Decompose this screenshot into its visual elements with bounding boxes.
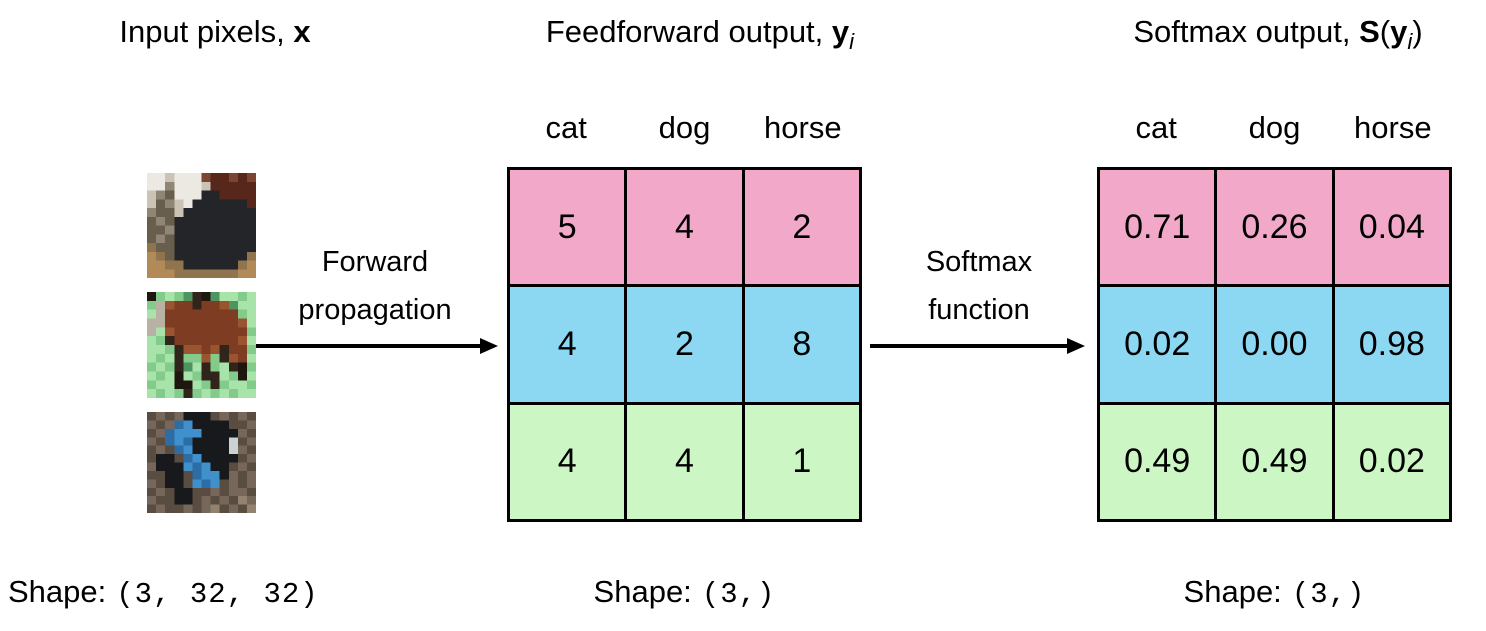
softmax-header-row: cat dog horse (1097, 100, 1452, 146)
feedforward-shape-label-text: Shape: (593, 574, 692, 609)
math-symbol-x: x (293, 14, 311, 49)
feedforward-output-title: Feedforward output, yi (460, 14, 940, 55)
math-symbol-y2: y (1390, 14, 1408, 49)
matrix-cell: 4 (510, 287, 625, 402)
softmax-header-horse: horse (1354, 110, 1432, 145)
paren-close: ) (1412, 14, 1423, 49)
feedforward-header-row: cat dog horse (507, 100, 862, 146)
feedforward-header-dog: dog (658, 110, 711, 145)
forward-propagation-label-line1: Forward (321, 246, 429, 278)
input-pixels-title-text: Input pixels, (119, 14, 285, 49)
input-shape-label: Shape: (3, 32, 32) (8, 574, 319, 611)
matrix-cell: 0.04 (1334, 170, 1449, 285)
forward-propagation-label: Forward propagation (262, 238, 488, 334)
matrix-cell: 2 (627, 287, 742, 402)
input-image-dog (147, 412, 256, 513)
softmax-function-label: Softmax function (866, 238, 1092, 334)
softmax-header-cat: cat (1135, 110, 1177, 145)
forward-propagation-label-line2: propagation (298, 294, 452, 326)
input-shape-label-text: Shape: (8, 574, 107, 609)
matrix-cell: 0.49 (1100, 404, 1215, 519)
matrix-cell: 8 (744, 287, 859, 402)
matrix-cell: 0.02 (1100, 287, 1215, 402)
feedforward-title-text: Feedforward output, (545, 14, 824, 49)
matrix-cell: 4 (627, 170, 742, 285)
matrix-cell: 4 (510, 404, 625, 519)
matrix-cell: 0.98 (1334, 287, 1449, 402)
softmax-function-arrow (870, 338, 1085, 354)
input-shape-tuple: (3, 32, 32) (116, 578, 319, 611)
matrix-cell: 0.71 (1100, 170, 1215, 285)
softmax-matrix: 0.71 0.26 0.04 0.02 0.00 0.98 0.49 0.49 … (1097, 167, 1452, 522)
paren-open: ( (1379, 14, 1391, 49)
matrix-cell: 0.00 (1217, 287, 1332, 402)
matrix-cell: 5 (510, 170, 625, 285)
softmax-shape-label: Shape: (3,) (1097, 574, 1452, 611)
math-symbol-S: S (1359, 14, 1380, 49)
softmax-shape-tuple: (3,) (1291, 578, 1366, 611)
feedforward-shape-label: Shape: (3,) (507, 574, 862, 611)
input-image-horse (147, 292, 256, 398)
math-subscript-i2: i (1407, 29, 1413, 55)
matrix-cell: 0.02 (1334, 404, 1449, 519)
feedforward-header-cat: cat (545, 110, 587, 145)
matrix-cell: 0.49 (1217, 404, 1332, 519)
softmax-function-label-line1: Softmax (925, 246, 1033, 278)
softmax-shape-label-text: Shape: (1183, 574, 1282, 609)
matrix-cell: 2 (744, 170, 859, 285)
matrix-cell: 4 (627, 404, 742, 519)
math-subscript-i: i (849, 29, 855, 55)
feedforward-matrix: 5 4 2 4 2 8 4 4 1 (507, 167, 862, 522)
input-pixels-title: Input pixels, x (0, 14, 430, 50)
math-symbol-y: y (831, 14, 850, 49)
softmax-header-dog: dog (1248, 110, 1301, 145)
matrix-cell: 0.26 (1217, 170, 1332, 285)
softmax-function-label-line2: function (928, 294, 1030, 326)
softmax-output-title: Softmax output, S(yi) (1060, 14, 1486, 55)
matrix-cell: 1 (744, 404, 859, 519)
softmax-title-text: Softmax output, (1133, 14, 1351, 49)
forward-propagation-arrow (256, 338, 498, 354)
feedforward-header-horse: horse (764, 110, 842, 145)
feedforward-shape-tuple: (3,) (701, 578, 776, 611)
input-image-cat (147, 173, 256, 278)
